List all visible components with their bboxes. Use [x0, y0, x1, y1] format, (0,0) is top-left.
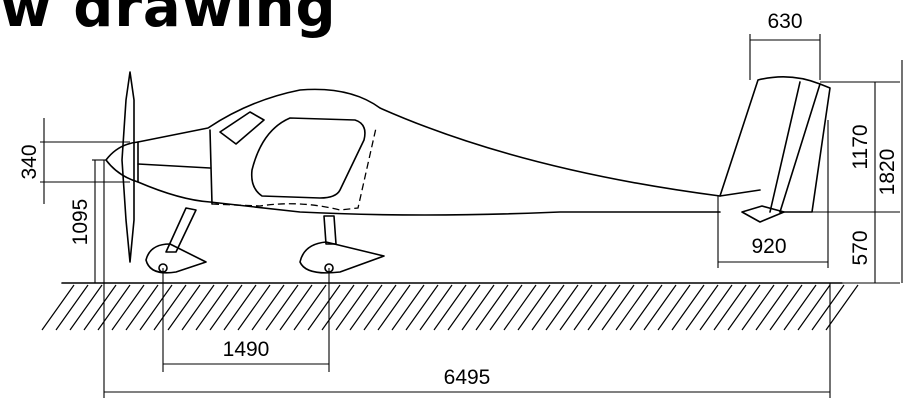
hatch-line	[797, 284, 831, 331]
hatch-line	[195, 284, 229, 331]
hatch-line	[237, 284, 271, 331]
label-tail-overhang: 920	[751, 235, 786, 258]
hatch-line	[349, 284, 383, 331]
hatch-line	[713, 284, 747, 331]
hatch-line	[545, 284, 579, 331]
hatch-line	[307, 284, 341, 331]
hatch-line	[755, 284, 789, 331]
hatch-line	[769, 284, 803, 331]
fuselage-bottom	[137, 181, 721, 216]
hatch-line	[489, 284, 523, 331]
hatch-line	[167, 284, 201, 331]
hatch-line	[741, 284, 775, 331]
hatch-line	[69, 284, 103, 331]
hatch-line	[657, 284, 691, 331]
main-wheel-fairing	[299, 241, 385, 274]
ground-hatching	[41, 284, 859, 331]
hatch-line	[699, 284, 733, 331]
hatch-line	[293, 284, 327, 331]
label-tail-ground: 570	[849, 230, 872, 265]
vertical-tail	[719, 76, 821, 213]
label-tail-height: 1170	[849, 124, 872, 169]
canopy-window	[250, 117, 366, 199]
hatch-line	[601, 284, 635, 331]
hatch-line	[825, 284, 859, 331]
hatch-line	[279, 284, 313, 331]
hatch-line	[447, 284, 481, 331]
label-total-height: 1820	[876, 149, 899, 196]
rudder-hinge	[769, 81, 801, 213]
fuselage-top	[137, 88, 761, 197]
hatch-line	[209, 284, 243, 331]
hatch-line	[321, 284, 355, 331]
hatch-line	[153, 284, 187, 331]
propeller-blade	[121, 71, 135, 263]
hatch-line	[503, 284, 537, 331]
rudder	[779, 83, 831, 213]
dimension-lines	[40, 34, 903, 398]
drawing-title: w drawing	[0, 0, 337, 40]
hatch-line	[531, 284, 565, 331]
aircraft	[105, 71, 831, 274]
hatch-line	[783, 284, 817, 331]
hatch-line	[125, 284, 159, 331]
hatch-line	[615, 284, 649, 331]
hatch-line	[475, 284, 509, 331]
hatch-line	[685, 284, 719, 331]
hatch-line	[111, 284, 145, 331]
hatch-line	[391, 284, 425, 331]
label-prop-offset: 340	[18, 144, 41, 179]
label-overall-length: 6495	[444, 366, 491, 389]
hatch-line	[181, 284, 215, 331]
dimension-labels: 630 1170 1820 570 920 340 1095 1490 6495	[18, 10, 899, 389]
hatch-line	[97, 284, 131, 331]
hatch-line	[629, 284, 663, 331]
hatch-line	[405, 284, 439, 331]
firewall-line	[209, 129, 213, 205]
hatch-line	[811, 284, 845, 331]
hatch-line	[223, 284, 257, 331]
windshield	[219, 111, 265, 145]
hatch-line	[433, 284, 467, 331]
hatch-line	[55, 284, 89, 331]
hatch-line	[41, 284, 75, 331]
cowling-line	[137, 163, 211, 169]
hatch-line	[727, 284, 761, 331]
tail-skid	[741, 205, 785, 223]
main-gear-strut	[323, 215, 337, 245]
hatch-line	[573, 284, 607, 331]
hatch-line	[265, 284, 299, 331]
nose-wheel-fairing	[145, 243, 207, 274]
hatch-line	[139, 284, 173, 331]
hatch-line	[517, 284, 551, 331]
hatch-line	[363, 284, 397, 331]
hatch-line	[643, 284, 677, 331]
hatch-line	[461, 284, 495, 331]
hatch-line	[419, 284, 453, 331]
hatch-line	[559, 284, 593, 331]
hatch-line	[251, 284, 285, 331]
hatch-line	[83, 284, 117, 331]
hatch-line	[587, 284, 621, 331]
hatch-line	[377, 284, 411, 331]
label-nose-height: 1095	[69, 199, 92, 246]
hatch-line	[335, 284, 369, 331]
wing-root	[211, 127, 377, 211]
label-wheel-base: 1490	[223, 338, 270, 361]
ground	[41, 282, 859, 331]
nose-gear-strut	[165, 207, 197, 253]
label-tail-chord: 630	[767, 10, 802, 33]
propeller-spinner	[105, 141, 139, 183]
hatch-line	[671, 284, 705, 331]
